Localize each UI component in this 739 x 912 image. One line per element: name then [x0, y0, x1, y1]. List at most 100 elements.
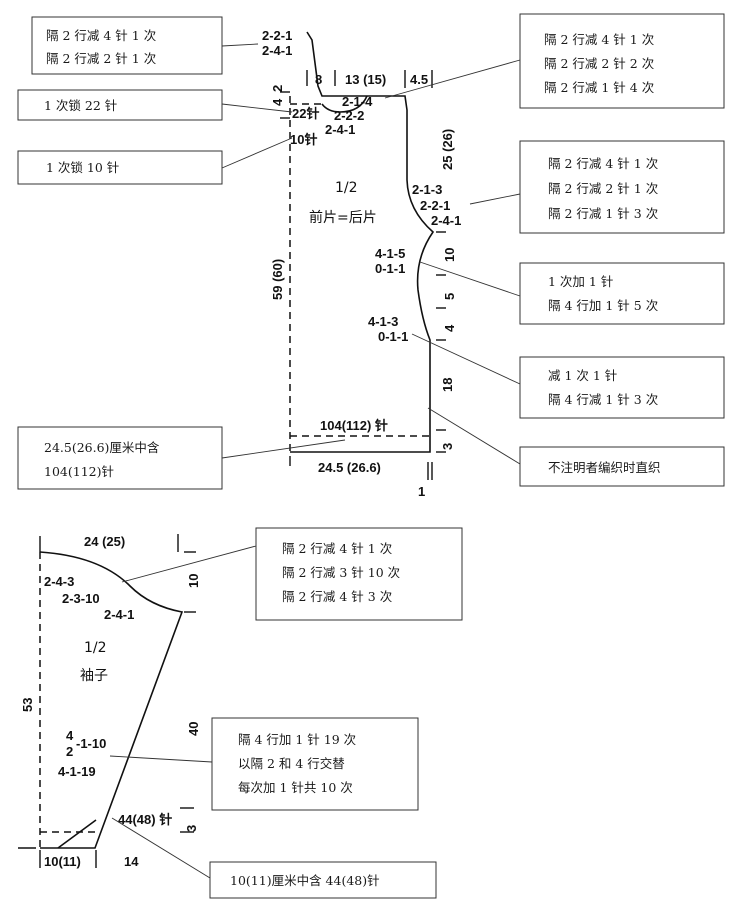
- svg-text:减 1 次 1 针: 减 1 次 1 针: [548, 368, 617, 383]
- svg-text:不注明者编织时直织: 不注明者编织时直织: [548, 460, 661, 475]
- box-armhole: 隔 2 行减 4 针 1 次 隔 2 行减 2 针 1 次 隔 2 行减 1 针…: [519, 140, 725, 234]
- box-bind-22: 1 次锁 22 针: [17, 89, 223, 121]
- svg-text:1 次锁 22 针: 1 次锁 22 针: [44, 98, 117, 113]
- svg-text:24.5(26.6)厘米中含: 24.5(26.6)厘米中含: [44, 440, 160, 455]
- box-waist-inc: 1 次加 1 针 隔 4 行加 1 针 5 次: [519, 262, 725, 325]
- mark-1: 1: [418, 484, 425, 499]
- box-straight: 不注明者编织时直织: [519, 446, 725, 487]
- leader: [384, 59, 521, 99]
- svg-text:隔 4 行加 1 针 5 次: 隔 4 行加 1 针 5 次: [548, 298, 658, 313]
- svg-text:以隔 2 和 4 行交替: 以隔 2 和 4 行交替: [238, 756, 345, 771]
- sleeve-stitches: 44(48) 针: [118, 812, 172, 827]
- body-width: 24.5 (26.6): [318, 460, 381, 475]
- svg-text:隔 4 行减 1 针 3 次: 隔 4 行减 1 针 3 次: [548, 392, 658, 407]
- body-outline: [290, 31, 435, 453]
- leader: [411, 333, 521, 385]
- dim-10: 10: [442, 248, 457, 262]
- cap-note-3: 2-4-1: [104, 607, 134, 622]
- leader: [427, 407, 521, 465]
- body-fraction: 1/2: [335, 180, 358, 196]
- leader: [419, 261, 521, 297]
- sleeve-width-14: 14: [124, 854, 139, 869]
- svg-text:隔 2 行减 4 针 1 次: 隔 2 行减 4 针 1 次: [548, 156, 658, 171]
- dim-8: 8: [315, 72, 322, 87]
- box-neck-top-left: 隔 2 行减 4 针 1 次 隔 2 行减 2 针 1 次: [31, 16, 223, 75]
- dim-shoulder: 13 (15): [345, 72, 386, 87]
- box-waist-dec: 减 1 次 1 针 隔 4 行减 1 针 3 次: [519, 356, 725, 419]
- dim-5: 5: [442, 293, 457, 300]
- box-body-width: 24.5(26.6)厘米中含 104(112)针: [17, 426, 223, 490]
- box-sleeve-inc: 隔 4 行加 1 针 19 次 以隔 2 和 4 行交替 每次加 1 针共 10…: [211, 717, 419, 811]
- sleeve-fraction: 1/2: [84, 640, 107, 656]
- svg-text:1 次加 1 针: 1 次加 1 针: [548, 274, 613, 289]
- svg-text:每次加 1 针共 10 次: 每次加 1 针共 10 次: [238, 780, 353, 795]
- inc-note-d: 4-1-19: [58, 764, 96, 779]
- dim-18: 18: [440, 378, 455, 392]
- svg-text:隔 2 行减 2 针 1 次: 隔 2 行减 2 针 1 次: [46, 51, 156, 66]
- sleeve-dim-40: 40: [186, 722, 201, 736]
- box-cuff: 10(11)厘米中含 44(48)针: [209, 861, 437, 899]
- dim-4-left: 4: [270, 98, 285, 106]
- sleeve-width-top: 24 (25): [84, 534, 125, 549]
- svg-text:隔 2 行减 4 针 1 次: 隔 2 行减 4 针 1 次: [544, 32, 654, 47]
- sleeve-dim-3: 3: [184, 825, 199, 832]
- body-stitches: 104(112) 针: [320, 418, 388, 433]
- svg-text:隔 2 行减 4 针 1 次: 隔 2 行减 4 针 1 次: [46, 28, 156, 43]
- leader: [121, 545, 257, 583]
- sleeve-outline: [39, 551, 184, 849]
- svg-text:隔 2 行减 1 针 4 次: 隔 2 行减 1 针 4 次: [544, 80, 654, 95]
- cap-note-1: 2-4-3: [44, 574, 74, 589]
- svg-text:隔 2 行减 4 针 3 次: 隔 2 行减 4 针 3 次: [282, 589, 392, 604]
- leader: [221, 43, 259, 47]
- neck-inner-1: 2-1-4: [342, 94, 373, 109]
- leader: [469, 193, 521, 205]
- inc-note-b: 2: [66, 744, 73, 759]
- neck-inner-3: 2-4-1: [325, 122, 355, 137]
- body-leaders: [221, 43, 521, 465]
- leader: [221, 103, 293, 113]
- sleeve-dim-cap: 10: [186, 574, 201, 588]
- sleeve-piece: 24 (25) 2-4-3 2-3-10 2-4-1 10 1/2 袖子 53 …: [18, 534, 201, 869]
- leader: [109, 755, 213, 763]
- svg-text:隔 2 行减 1 针 3 次: 隔 2 行减 1 针 3 次: [548, 206, 658, 221]
- dim-4: 4: [442, 324, 457, 332]
- armhole-note-2: 2-2-1: [420, 198, 450, 213]
- body-piece: 2-2-1 2-4-1 8 13 (15) 4.5 4 2 2-1-4 2-2-…: [262, 28, 461, 499]
- armhole-note-1: 2-1-3: [412, 182, 442, 197]
- neck-note-2: 2-4-1: [262, 43, 292, 58]
- leader: [221, 439, 346, 459]
- armhole-note-3: 2-4-1: [431, 213, 461, 228]
- waist-inc-note-2: 0-1-1: [375, 261, 405, 276]
- svg-text:隔 4 行加 1 针 19 次: 隔 4 行加 1 针 19 次: [238, 732, 356, 747]
- sleeve-cuff-diag: [57, 819, 97, 849]
- box-sleeve-cap: 隔 2 行减 4 针 1 次 隔 2 行减 3 针 10 次 隔 2 行减 4 …: [255, 527, 463, 621]
- cap-note-2: 2-3-10: [62, 591, 100, 606]
- box-shoulder: 隔 2 行减 4 针 1 次 隔 2 行减 2 针 2 次 隔 2 行减 1 针…: [519, 13, 725, 109]
- inc-note-a: 4: [66, 728, 74, 743]
- sleeve-dim-53: 53: [20, 698, 35, 712]
- dim-3: 3: [440, 443, 455, 450]
- sleeve-name: 袖子: [80, 668, 108, 684]
- waist-inc-note-1: 4-1-5: [375, 246, 405, 261]
- leader: [221, 137, 293, 169]
- bind-22-label: 22针: [292, 106, 319, 121]
- body-neck-curve: [321, 95, 368, 113]
- waist-dec-note-1: 4-1-3: [368, 314, 398, 329]
- svg-text:104(112)针: 104(112)针: [44, 464, 114, 479]
- neck-note-1: 2-2-1: [262, 28, 292, 43]
- svg-text:隔 2 行减 2 针 1 次: 隔 2 行减 2 针 1 次: [548, 181, 658, 196]
- svg-text:1 次锁 10 针: 1 次锁 10 针: [46, 160, 119, 175]
- svg-text:10(11)厘米中含 44(48)针: 10(11)厘米中含 44(48)针: [230, 873, 380, 888]
- dim-59: 59 (60): [270, 259, 285, 300]
- inc-note-c: -1-10: [76, 736, 106, 751]
- waist-dec-note-2: 0-1-1: [378, 329, 408, 344]
- body-name: 前片=后片: [309, 209, 377, 226]
- dim-4-5: 4.5: [410, 72, 428, 87]
- sleeve-width-cuff: 10(11): [44, 854, 81, 869]
- neck-inner-2: 2-2-2: [334, 108, 364, 123]
- leader: [111, 817, 211, 879]
- box-bind-10: 1 次锁 10 针: [17, 150, 223, 185]
- dim-25: 25 (26): [440, 129, 455, 170]
- dim-2: 2: [270, 85, 285, 92]
